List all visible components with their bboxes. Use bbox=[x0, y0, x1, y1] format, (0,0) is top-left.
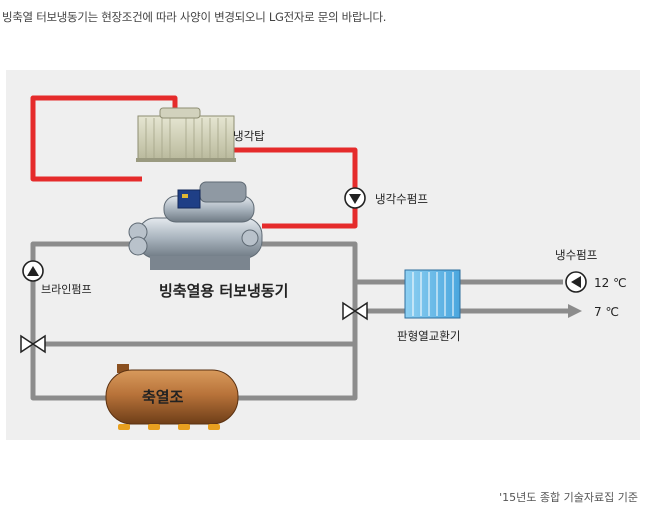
supply-temperature: 7 ℃ bbox=[594, 305, 619, 319]
chilled-water-pump bbox=[565, 271, 587, 293]
notice-text: 빙축열 터보냉동기는 현장조건에 따라 사양이 변경되오니 LG전자로 문의 바… bbox=[2, 10, 387, 24]
valve-icon bbox=[342, 301, 357, 321]
diagram-panel bbox=[6, 70, 640, 440]
brine-pump-label: 브라인펌프 bbox=[41, 283, 92, 296]
cooling-water-pump bbox=[344, 187, 366, 209]
chiller-label: 빙축열용 터보냉동기 bbox=[159, 282, 288, 300]
pump-icon bbox=[27, 266, 39, 276]
arrow-right-icon bbox=[568, 304, 582, 318]
brine-pump bbox=[22, 260, 44, 282]
return-temperature: 12 ℃ bbox=[594, 276, 627, 290]
source-note: '15년도 종합 기술자료집 기준 bbox=[499, 491, 638, 504]
pump-icon bbox=[349, 194, 361, 204]
brine-loop bbox=[30, 241, 582, 401]
valve-left bbox=[20, 334, 46, 354]
cooling-tower-illustration bbox=[136, 107, 236, 162]
pump-icon bbox=[571, 276, 581, 288]
storage-tank-label: 축열조 bbox=[142, 388, 184, 406]
chilled-water-pump-label: 냉수펌프 bbox=[555, 248, 597, 262]
turbo-chiller-illustration bbox=[128, 181, 263, 270]
ice-storage-tank-illustration bbox=[105, 364, 239, 430]
valve-right bbox=[342, 301, 368, 321]
plate-heat-exchanger-illustration bbox=[404, 269, 461, 319]
cooling-water-pump-label: 냉각수펌프 bbox=[375, 192, 428, 206]
heat-exchanger-label: 판형열교환기 bbox=[397, 329, 460, 343]
cooling-tower-label: 냉각탑 bbox=[233, 129, 265, 143]
valve-icon bbox=[20, 334, 35, 354]
